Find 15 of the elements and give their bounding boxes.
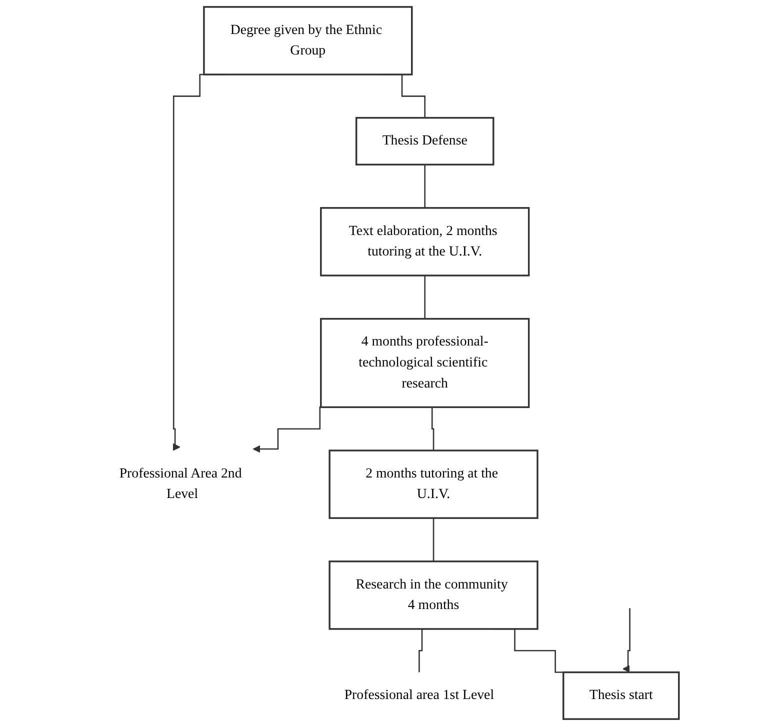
node-box: Text elaboration, 2 months tutoring at the U.I.V. [320,207,530,276]
arrow [622,608,630,673]
connector [424,274,426,320]
node-box: Thesis Defense [355,116,494,166]
node-box: Research in the community 4 months [328,560,538,630]
connector [432,517,434,562]
node-text: Professional area 1st Level [344,688,494,703]
node-box: 2 months tutoring at the U.I.V. [328,450,538,519]
node-box: 4 months professional-technological scientific research [320,318,530,408]
connector [424,164,426,209]
node-box: Degree given by the Ethnic Group [202,6,413,76]
node-box: Thesis start [562,671,680,720]
connector [418,628,425,673]
node-text: Professional Area 2nd Level [119,466,242,502]
connector [430,406,434,452]
